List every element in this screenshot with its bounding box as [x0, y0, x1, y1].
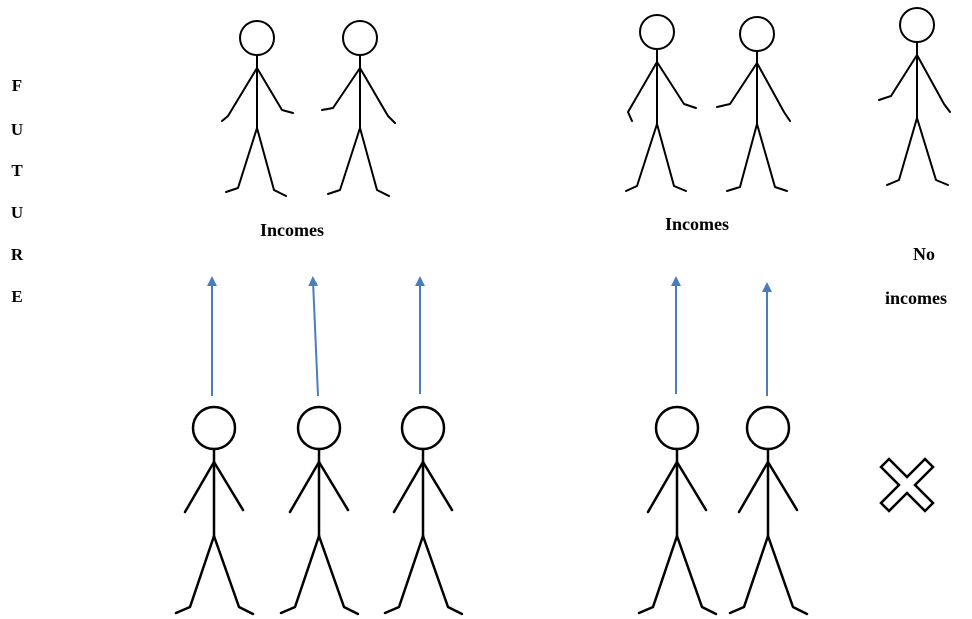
incomes-label-right: Incomes [665, 214, 729, 234]
stick-figure [728, 405, 809, 616]
no-incomes-label-line1: No [913, 244, 935, 264]
future-letter: T [11, 161, 23, 180]
future-letter: R [10, 245, 24, 264]
no-incomes-label-line2: incomes [885, 288, 947, 308]
future-letter: U [10, 120, 24, 139]
stick-figure [174, 405, 255, 616]
future-letter: U [10, 203, 24, 222]
stick-figure [637, 405, 718, 616]
stick-figure [221, 20, 294, 197]
cross-icon [879, 457, 935, 513]
stick-figure [321, 20, 396, 197]
stick-figure [625, 14, 697, 192]
future-letter: E [11, 287, 23, 306]
future-letter: F [11, 76, 23, 95]
stick-figure [878, 7, 951, 186]
arrow [308, 276, 319, 397]
stick-figure [279, 405, 360, 616]
incomes-label-left: Incomes [260, 220, 324, 240]
stick-figure [716, 16, 791, 192]
stick-figure [383, 405, 464, 616]
